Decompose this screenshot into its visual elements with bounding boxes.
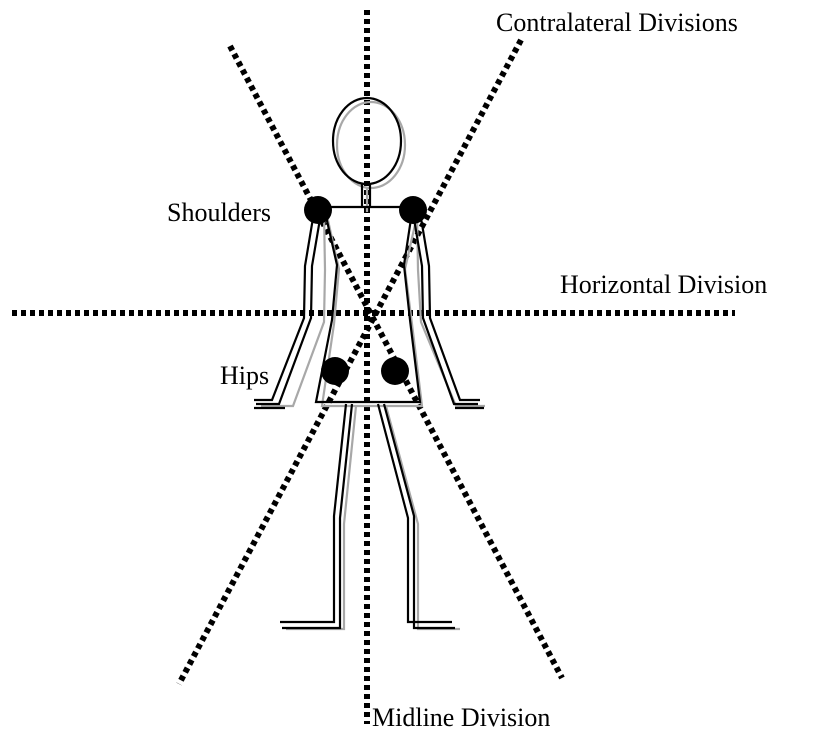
hips-label: Hips: [220, 361, 269, 390]
figure-shadow-outline: [261, 102, 485, 629]
right-arm: [420, 212, 480, 400]
right-shoulder-joint: [399, 196, 427, 224]
midline-division-label: Midline Division: [372, 703, 550, 732]
shoulders-label: Shoulders: [167, 198, 271, 227]
contralateral-divisions-label: Contralateral Divisions: [496, 8, 738, 37]
horizontal-division-label: Horizontal Division: [560, 270, 767, 299]
left-shoulder-joint: [304, 196, 332, 224]
right-hip-joint: [381, 357, 409, 385]
left-hip-joint: [321, 357, 349, 385]
left-leg: [280, 404, 346, 622]
